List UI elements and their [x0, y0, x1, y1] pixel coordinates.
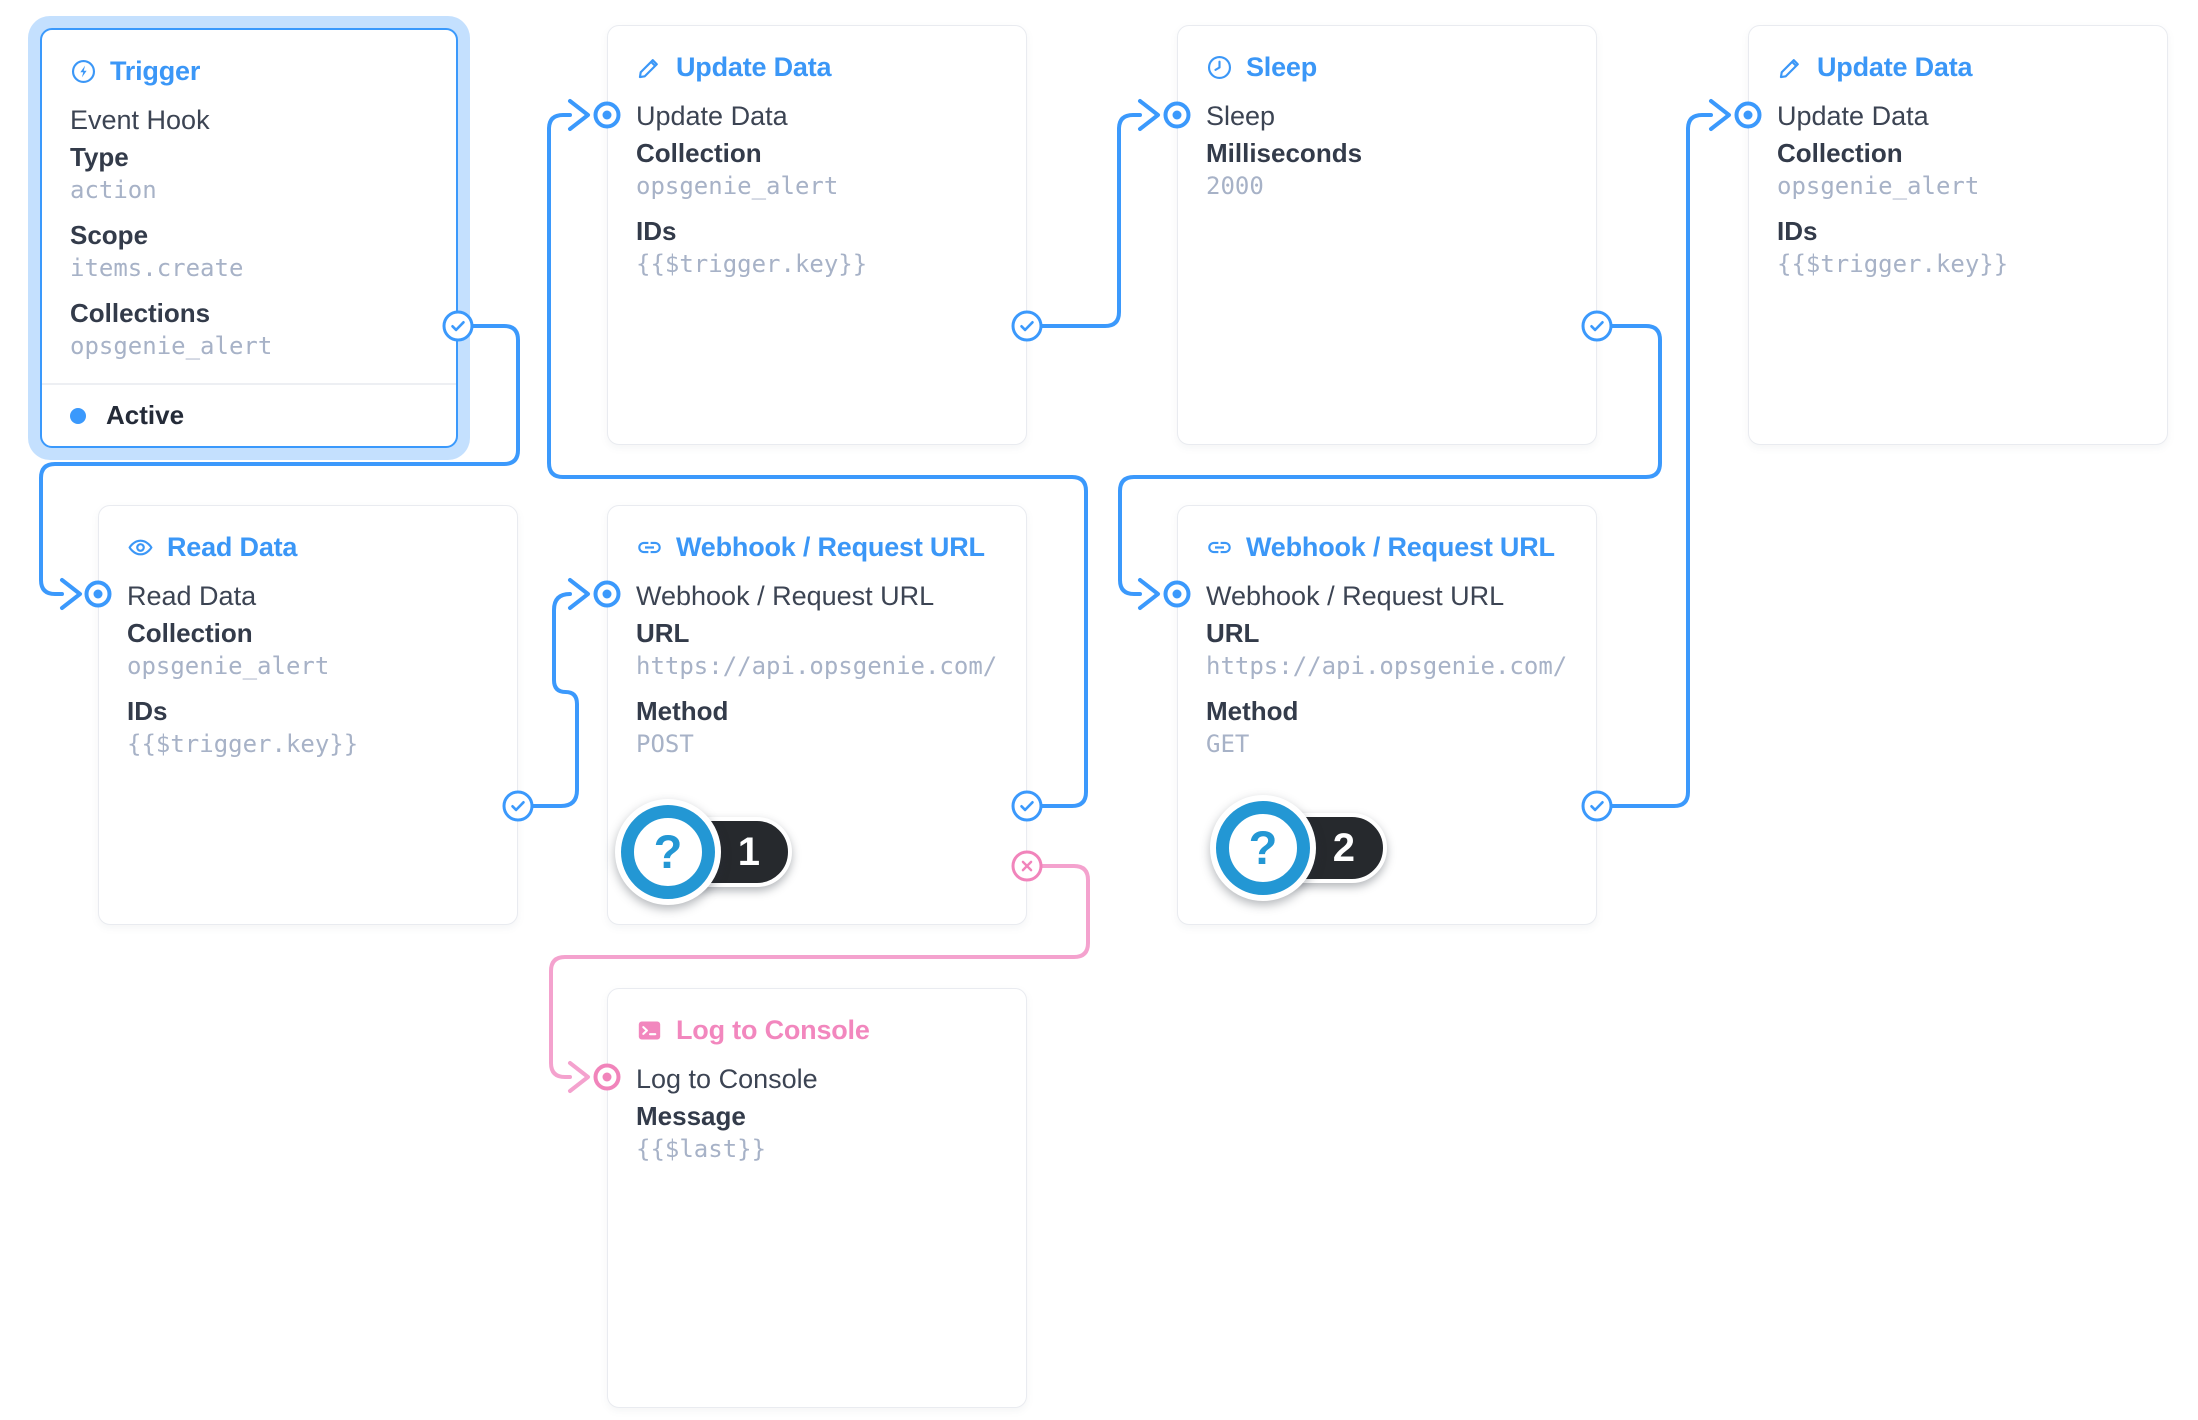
node-title: Read Data	[167, 531, 298, 562]
node-operation-name: Log to Console	[636, 1064, 818, 1094]
resolve-connector-sleep[interactable]	[1581, 310, 1613, 342]
field-scope: Scope items.create	[70, 220, 244, 282]
node-header: Log to Console	[636, 1014, 998, 1046]
terminal-icon	[638, 1021, 661, 1039]
pencil-icon	[638, 58, 658, 78]
field-url: URL https://api.opsgenie.com/v…	[636, 618, 998, 680]
node-operation-name: Event Hook	[70, 105, 210, 135]
field-message: Message {{$last}}	[636, 1101, 767, 1163]
question-circle: ?	[1210, 795, 1316, 901]
field-collection: Collection opsgenie_alert	[1777, 138, 1980, 200]
input-connector-read-data[interactable]	[84, 580, 112, 608]
node-sleep[interactable]: Sleep Sleep Milliseconds 2000	[1177, 25, 1597, 445]
node-operation-name: Webhook / Request URL	[1206, 581, 1505, 611]
badge-number: 2	[1332, 825, 1355, 870]
node-header: Read Data	[127, 531, 489, 563]
field-type: Type action	[70, 142, 157, 204]
edge-updatedata1-sleep	[1039, 99, 1160, 328]
node-header: Update Data	[636, 51, 998, 83]
field-collection: Collection opsgenie_alert	[636, 138, 839, 200]
node-header: Webhook / Request URL	[1206, 531, 1568, 563]
field-ids: IDs {{$trigger.key}}	[1777, 216, 2009, 278]
check-icon	[1590, 321, 1604, 332]
node-title: Webhook / Request URL	[1246, 531, 1555, 562]
node-title: Update Data	[1817, 51, 1973, 82]
status-dot	[70, 407, 86, 424]
node-operation-name: Webhook / Request URL	[636, 581, 935, 611]
eye-icon	[128, 539, 153, 555]
input-connector-update-data-1[interactable]	[593, 101, 621, 129]
link-icon	[638, 541, 661, 553]
node-operation-name: Sleep	[1206, 101, 1276, 131]
field-url: URL https://api.opsgenie.com/v…	[1206, 618, 1568, 680]
node-operation-name: Update Data	[636, 101, 788, 131]
field-method: Method POST	[636, 696, 729, 758]
field-ids: IDs {{$trigger.key}}	[636, 216, 868, 278]
field-method: Method GET	[1206, 696, 1299, 758]
question-mark-icon: ?	[1248, 820, 1278, 874]
input-connector-sleep[interactable]	[1163, 101, 1191, 129]
edge-webhookget-updatedata2	[1609, 99, 1731, 808]
trigger-status-footer: Active	[42, 383, 456, 446]
node-operation-name: Read Data	[127, 581, 257, 611]
node-title: Sleep	[1246, 51, 1318, 82]
field-ids: IDs {{$trigger.key}}	[127, 696, 359, 758]
node-header: Update Data	[1777, 51, 2139, 83]
badge-number: 1	[737, 829, 760, 874]
resolve-connector-webhook-post[interactable]	[1011, 790, 1043, 822]
question-circle: ?	[615, 799, 721, 905]
check-icon	[1020, 321, 1034, 332]
x-icon	[1021, 860, 1033, 872]
input-connector-webhook-post[interactable]	[593, 580, 621, 608]
resolve-connector-read-data[interactable]	[502, 790, 534, 822]
node-title: Webhook / Request URL	[676, 531, 985, 562]
pencil-icon	[1779, 58, 1799, 78]
node-trigger-header: Trigger	[70, 55, 428, 87]
edge-readdata-webhookpost	[530, 578, 590, 808]
check-icon	[451, 321, 465, 332]
input-connector-update-data-2[interactable]	[1734, 101, 1762, 129]
clock-icon	[1207, 55, 1232, 79]
link-icon	[1208, 541, 1231, 553]
resolve-connector-update-data-1[interactable]	[1011, 310, 1043, 342]
zap-icon	[71, 59, 96, 83]
node-update-data-2[interactable]: Update Data Update Data Collection opsge…	[1748, 25, 2168, 445]
node-header: Sleep	[1206, 51, 1568, 83]
input-connector-log-to-console[interactable]	[593, 1063, 621, 1091]
question-mark-icon: ?	[653, 824, 683, 878]
node-title: Log to Console	[676, 1014, 870, 1045]
check-icon	[1590, 801, 1604, 812]
field-collections: Collections opsgenie_alert	[70, 298, 273, 360]
check-icon	[1020, 801, 1034, 812]
node-log-to-console[interactable]: Log to Console Log to Console Message {{…	[607, 988, 1027, 1408]
status-badge: Active	[106, 400, 185, 430]
resolve-connector-webhook-get[interactable]	[1581, 790, 1613, 822]
node-header: Webhook / Request URL	[636, 531, 998, 563]
node-title: Update Data	[676, 51, 832, 82]
node-operation-name: Update Data	[1777, 101, 1929, 131]
node-update-data-1[interactable]: Update Data Update Data Collection opsge…	[607, 25, 1027, 445]
input-connector-webhook-get[interactable]	[1163, 580, 1191, 608]
check-icon	[511, 801, 525, 812]
node-read-data[interactable]: Read Data Read Data Collection opsgenie_…	[98, 505, 518, 925]
node-trigger[interactable]: Trigger Event Hook Type action Scope ite…	[40, 28, 458, 448]
field-milliseconds: Milliseconds 2000	[1206, 138, 1363, 200]
node-title: Trigger	[110, 55, 201, 86]
field-collection: Collection opsgenie_alert	[127, 618, 330, 680]
reject-connector-webhook-post[interactable]	[1011, 850, 1043, 882]
resolve-connector-trigger[interactable]	[442, 310, 474, 342]
